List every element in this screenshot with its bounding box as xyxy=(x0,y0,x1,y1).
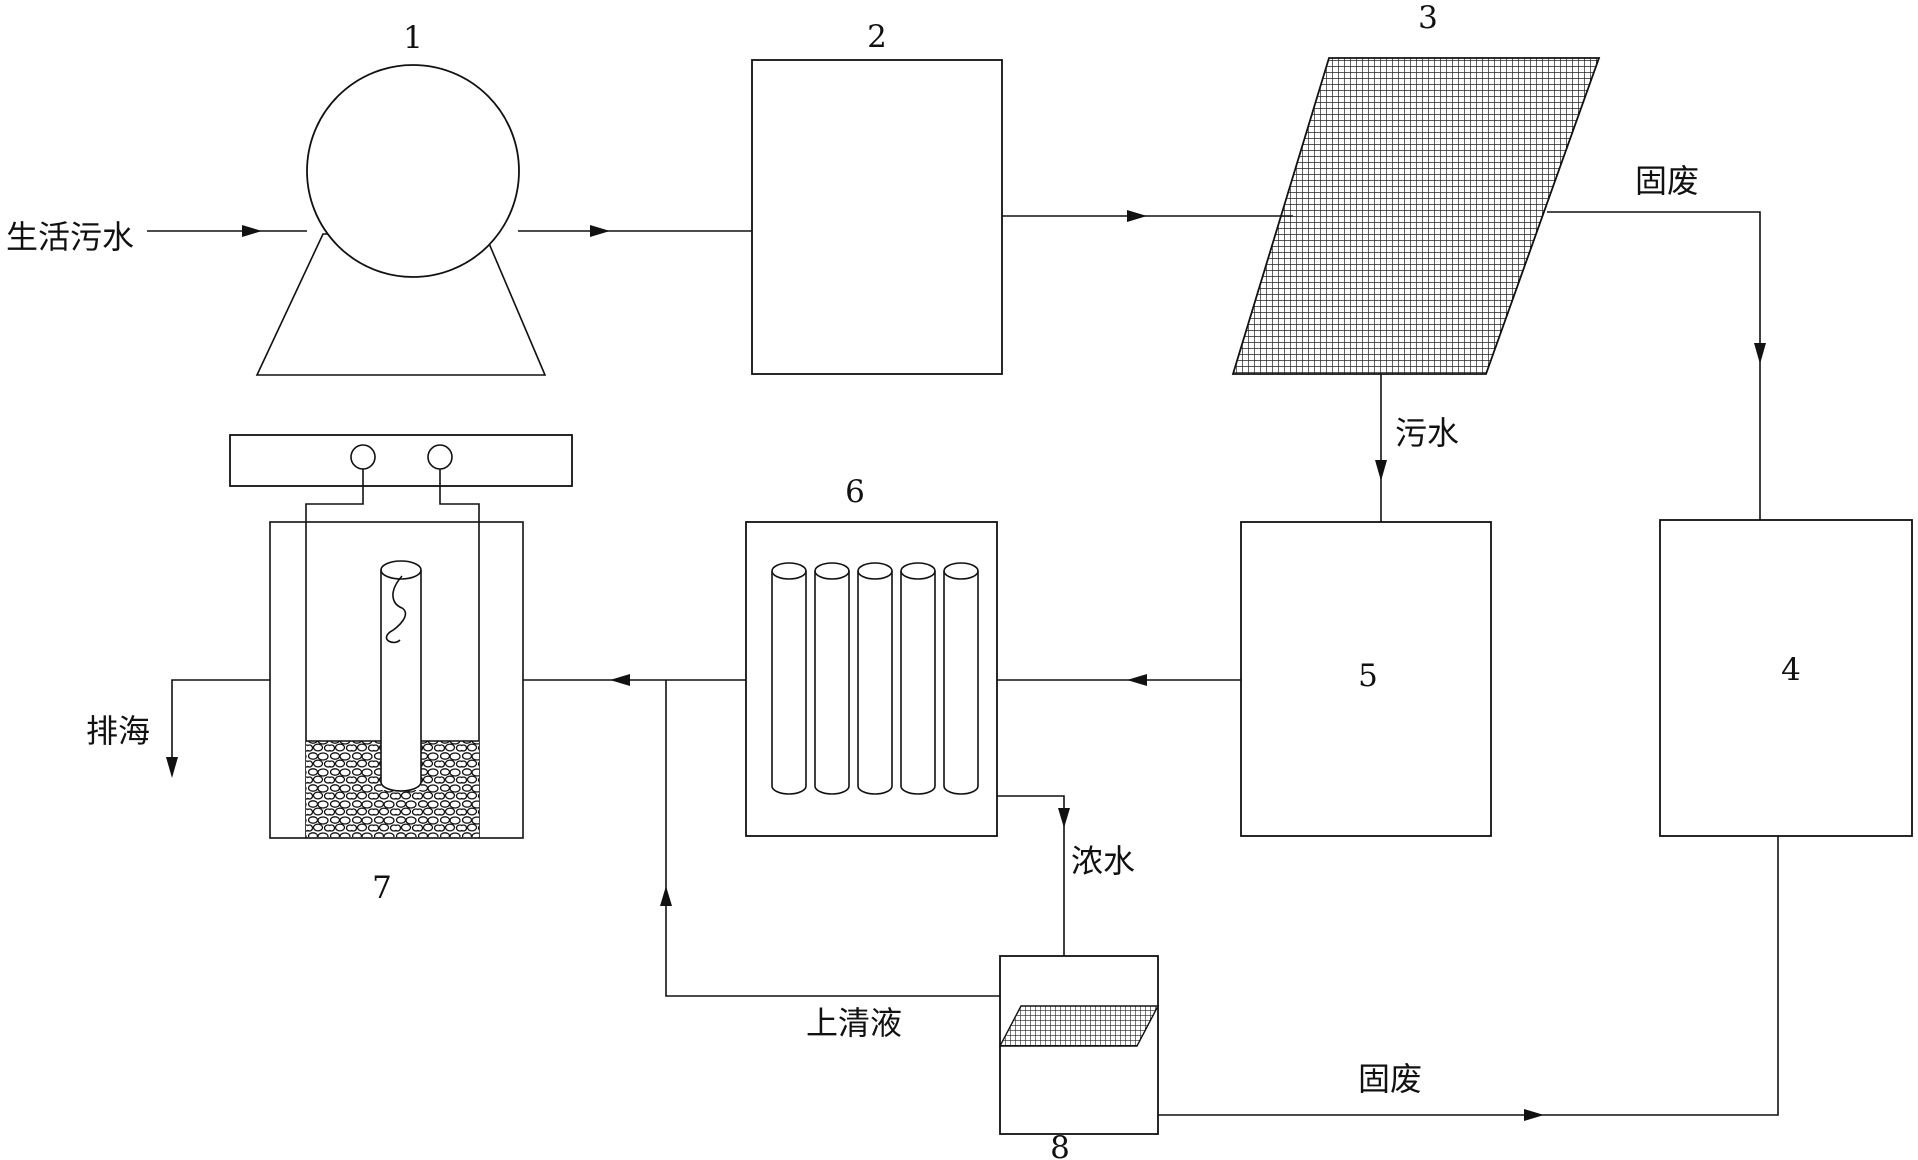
flow-discharge xyxy=(171,679,270,775)
unit-6-label: 6 xyxy=(845,474,865,510)
unit-1-label: 1 xyxy=(403,20,423,56)
unit-6-membrane: 6 xyxy=(745,474,998,837)
unit-7-label: 7 xyxy=(372,870,392,906)
flow-8-4 xyxy=(1158,836,1779,1116)
unit-5-rect xyxy=(1240,521,1492,837)
label-supernatant: 上清液 xyxy=(806,1004,902,1042)
label-solid-waste-top: 固废 xyxy=(1635,162,1699,200)
arrow-icon xyxy=(1754,343,1766,364)
pump-casing xyxy=(306,64,520,278)
arrow-icon xyxy=(1127,674,1147,686)
label-solid-waste-bottom: 固废 xyxy=(1358,1060,1422,1098)
label-concentrate: 浓水 xyxy=(1071,842,1135,880)
unit-3-screen: 3 xyxy=(1231,0,1601,375)
unit-8-settler: 8 xyxy=(998,955,1160,1160)
arrow-icon xyxy=(610,674,630,686)
arrow-icon xyxy=(1058,808,1070,828)
unit-2-box xyxy=(751,59,1003,375)
arrow-icon xyxy=(660,886,672,906)
lead-wire-right xyxy=(439,469,480,838)
unit-8-label: 8 xyxy=(1050,1130,1070,1160)
unit-5-box: 5 xyxy=(1240,521,1492,837)
unit-6-rect xyxy=(745,521,998,837)
unit-3-label: 3 xyxy=(1418,0,1438,36)
unit-4-rect xyxy=(1659,519,1913,837)
electrode-rod xyxy=(380,570,422,792)
arrow-icon xyxy=(242,225,262,237)
unit-3-mesh xyxy=(1231,57,1601,375)
flow-labels: 生活污水 固废 污水 浓水 上清液 固废 排海 xyxy=(6,162,1699,1098)
wire-filament xyxy=(385,575,407,644)
membrane-tubes xyxy=(771,562,979,795)
unit-2-label: 2 xyxy=(867,19,887,55)
unit-4-box: 4 xyxy=(1659,519,1913,837)
unit-1-pump: 1 xyxy=(255,20,547,376)
flow-lines xyxy=(147,210,1779,1121)
lead-wire-left xyxy=(305,469,364,838)
unit-7-cell: 7 xyxy=(229,434,573,906)
membrane-tube xyxy=(943,562,979,795)
arrow-icon xyxy=(166,757,178,778)
label-inlet: 生活污水 xyxy=(6,218,134,256)
unit-4-label: 4 xyxy=(1781,652,1801,688)
flow-8-return xyxy=(665,680,1000,997)
membrane-tube xyxy=(900,562,936,795)
membrane-tube xyxy=(857,562,893,795)
arrow-icon xyxy=(1524,1109,1544,1121)
unit-2-tank: 2 xyxy=(751,19,1003,375)
label-sewage: 污水 xyxy=(1395,414,1459,452)
membrane-tube xyxy=(771,562,807,795)
arrow-icon xyxy=(1127,210,1147,222)
flow-3-4 xyxy=(1547,211,1761,520)
power-supply xyxy=(229,434,573,487)
arrow-icon xyxy=(1375,460,1387,481)
unit-5-label: 5 xyxy=(1358,658,1378,694)
unit-8-mesh xyxy=(998,1005,1160,1047)
label-discharge: 排海 xyxy=(86,712,150,750)
flow-6-8 xyxy=(997,795,1065,956)
arrow-icon xyxy=(590,225,610,237)
membrane-tube xyxy=(814,562,850,795)
